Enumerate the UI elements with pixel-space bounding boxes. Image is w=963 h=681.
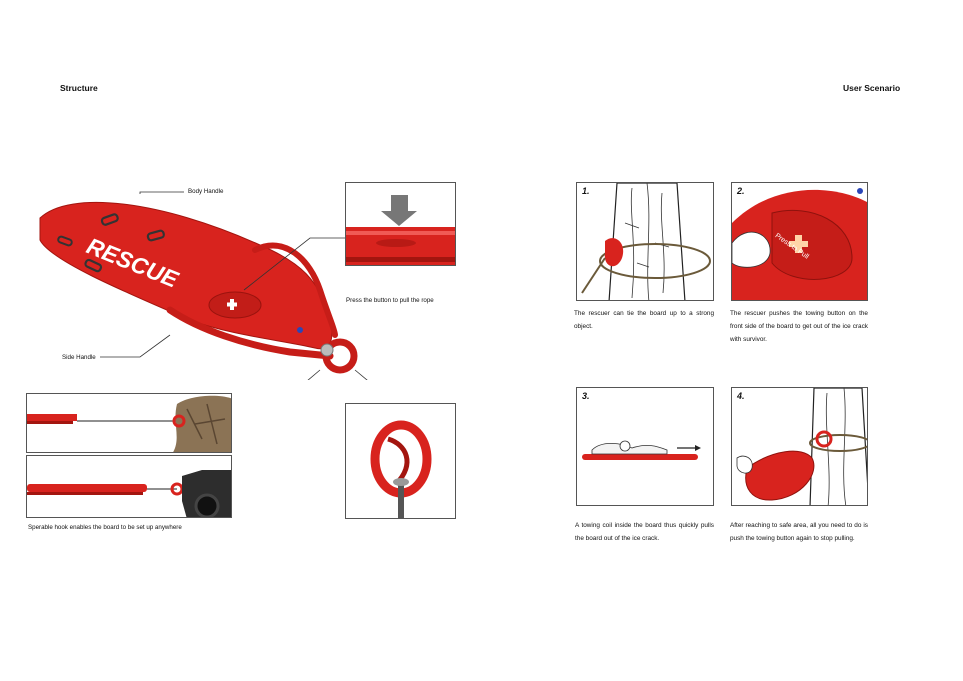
step-2-panel: 2. Press to Pull	[731, 182, 868, 301]
side-handle-label: Side Handle	[62, 354, 96, 361]
user-scenario-heading: User Scenario	[843, 83, 901, 93]
hook-detail-panel	[345, 403, 456, 519]
step-4-number: 4.	[737, 391, 745, 401]
body-handle-label: Body Handle	[188, 188, 224, 195]
tree-tie-panel	[26, 393, 232, 453]
step-4-caption: After reaching to safe area, all you nee…	[730, 522, 868, 542]
step-1-panel: 1.	[576, 182, 714, 301]
step-3-number: 3.	[582, 391, 590, 401]
rescue-board-illustration: RESCUE	[39, 191, 368, 380]
car-tie-panel	[26, 455, 232, 518]
step-1-caption: The rescuer can tie the board up to a st…	[574, 310, 714, 330]
step-3-panel: 3.	[576, 387, 714, 506]
step-1-number: 1.	[582, 186, 590, 196]
press-caption: Press the button to pull the rope	[346, 297, 434, 304]
press-button-panel	[345, 182, 456, 266]
hook-caption: Sperable hook enables the board to be se…	[28, 524, 182, 531]
step-3-caption: A towing coil inside the board thus quic…	[575, 522, 714, 542]
step-2-caption: The rescuer pushes the towing button on …	[730, 310, 868, 343]
step-4-panel: 4.	[731, 387, 868, 506]
step-2-number: 2.	[737, 186, 745, 196]
structure-heading: Structure	[60, 83, 98, 93]
